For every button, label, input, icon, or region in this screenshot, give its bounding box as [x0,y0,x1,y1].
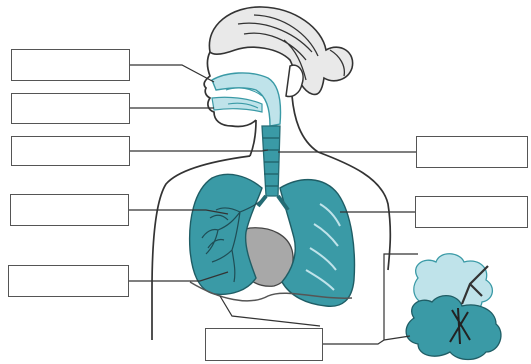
label-box-larynx[interactable] [11,136,130,166]
alveoli-cluster-dark [406,296,501,360]
label-box-lung[interactable] [415,196,528,228]
label-box-trachea[interactable] [416,136,528,168]
left-lung [280,180,354,307]
label-box-bronchiole[interactable] [10,194,129,226]
label-box-nasal-cavity[interactable] [11,49,130,81]
label-box-mouth[interactable] [11,93,130,124]
label-box-alveoli[interactable] [205,328,323,361]
label-box-diaphragm[interactable] [8,265,129,297]
ear [286,65,303,96]
mouth-cavity [212,97,262,112]
